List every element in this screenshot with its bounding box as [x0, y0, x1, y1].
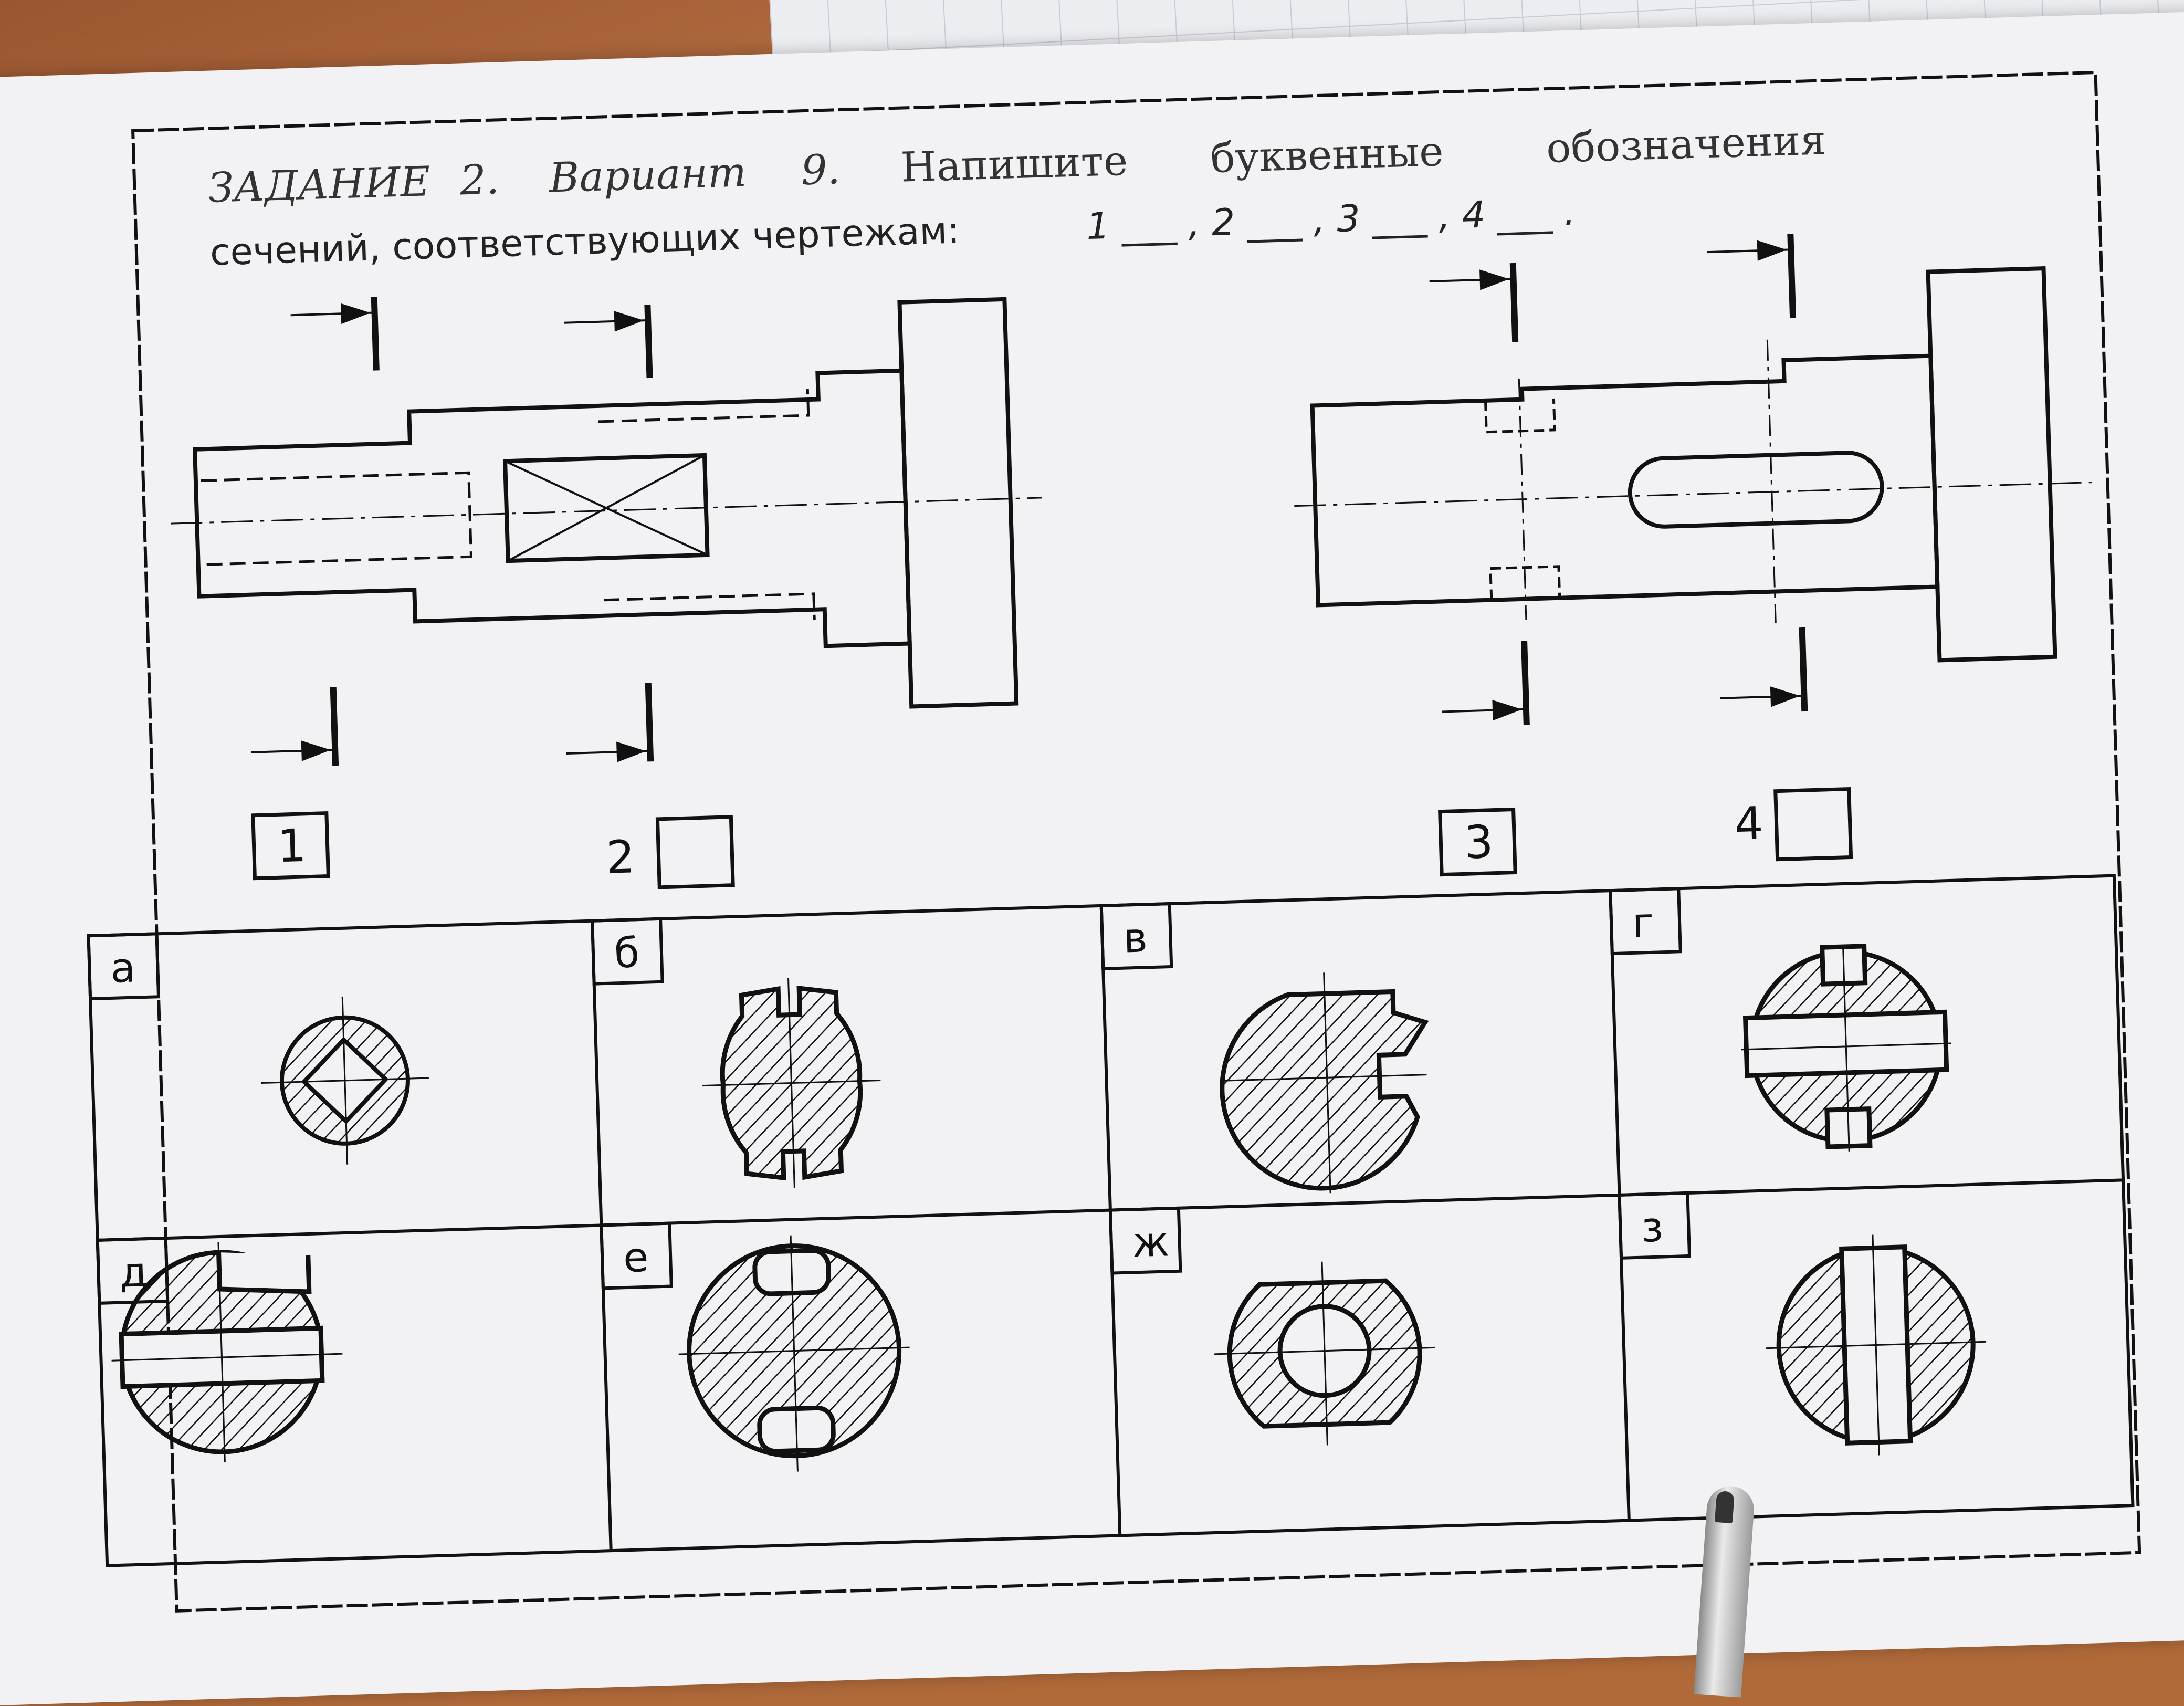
instruction-word-3: обозначения: [1546, 117, 1826, 172]
section-b-drawing: [702, 978, 881, 1188]
variant-number: 9.: [801, 146, 841, 194]
section-zh-drawing: [1214, 1261, 1435, 1446]
drawing-1-box: [251, 811, 330, 881]
section-letter-g: г: [1632, 899, 1655, 947]
instruction-word-1: Напишите: [900, 138, 1129, 192]
instruction-line-2: сечений, соответствующих чертежам:: [209, 208, 960, 274]
task-title-word-1: ЗАДАНИЕ: [207, 158, 431, 212]
section-v-drawing: [1220, 972, 1429, 1194]
section-d-drawing: [111, 1242, 343, 1462]
right-part-drawing: [1294, 234, 2092, 725]
variant-label: Вариант: [548, 149, 747, 202]
worksheet-frame: [131, 70, 2141, 1613]
drawing-2-box: [655, 815, 735, 889]
section-a-drawing: [260, 996, 429, 1165]
drawing-label-3: 3: [1464, 816, 1494, 870]
drawing-4-box: [1773, 787, 1853, 862]
left-part-drawing: [171, 297, 1042, 766]
task-number: 2.: [459, 156, 500, 204]
section-e-drawing: [678, 1235, 910, 1472]
section-letter-v: в: [1122, 914, 1148, 962]
section-letter-e: е: [623, 1234, 649, 1282]
section-letter-zh: ж: [1131, 1218, 1170, 1267]
drawing-3-box: [1438, 807, 1517, 877]
section-letter-b: б: [614, 929, 640, 977]
worksheet-paper: ЗАДАНИЕ 2. Вариант 9. Напишите буквенные…: [0, 12, 2184, 1706]
sections-grid: [87, 874, 2135, 1567]
section-letter-z: з: [1641, 1203, 1664, 1251]
instruction-word-2: буквенные: [1210, 128, 1444, 182]
worksheet-drawing: ЗАДАНИЕ 2. Вариант 9. Напишите буквенные…: [87, 70, 2141, 1613]
pen-tip: [1714, 1490, 1735, 1524]
drawing-label-1: 1: [277, 820, 307, 873]
section-z-drawing: [1766, 1234, 1987, 1456]
section-g-drawing: [1741, 944, 1951, 1152]
drawing-label-4: 4: [1734, 797, 1764, 851]
answer-blanks: 1 ___ , 2 ___ , 3 ___ , 4 ___ .: [1086, 191, 1576, 248]
section-letter-a: а: [110, 945, 136, 992]
drawing-label-2: 2: [605, 831, 636, 884]
